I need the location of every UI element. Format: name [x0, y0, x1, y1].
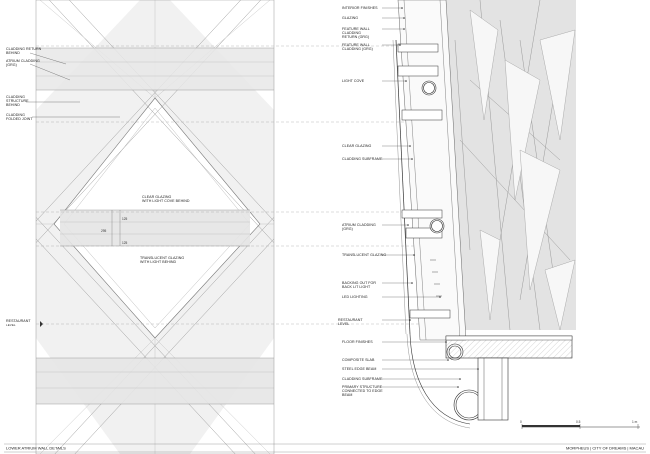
section-label: CLADDING SUBFRAME	[342, 377, 461, 381]
wall-section-detail	[392, 0, 576, 429]
svg-text:FLOOR FINISHES: FLOOR FINISHES	[342, 340, 373, 344]
section-label: COMPOSITE SLAB	[342, 358, 449, 362]
section-label: CLEAR GLAZING	[342, 144, 411, 148]
mid-horizontal-band	[60, 210, 250, 246]
svg-text:TRANSLUCENT GLAZING: TRANSLUCENT GLAZING	[342, 253, 386, 257]
section-label: CLADDING SUBFRAME	[342, 157, 413, 161]
section-label: LIGHT COVE	[342, 79, 407, 83]
svg-text:ATRIUM CLADDING(GRG): ATRIUM CLADDING(GRG)	[6, 59, 40, 67]
scale-tick: 0.5	[576, 420, 581, 424]
atrium-wall-elevation: 295 125 125	[36, 0, 274, 454]
svg-text:CLADDING SUBFRAME: CLADDING SUBFRAME	[342, 377, 383, 381]
scale-bar: 0 0.5 1 m	[520, 420, 640, 429]
svg-text:CLADDING SUBFRAME: CLADDING SUBFRAME	[342, 157, 383, 161]
project-name: MORPHEUS | CITY OF DREAMS | MACAU	[566, 446, 644, 451]
svg-text:COMPOSITE SLAB: COMPOSITE SLAB	[342, 358, 375, 362]
section-label: FLOOR FINISHES	[342, 340, 447, 344]
upper-horizontal-band	[36, 48, 274, 90]
section-label: GLAZING	[342, 16, 405, 20]
datum-lines	[36, 45, 420, 325]
drawing-title: LOWER ATRIUM WALL DETAILS	[6, 446, 66, 451]
mullions	[397, 43, 451, 319]
svg-text:CLEAR GLAZING: CLEAR GLAZING	[342, 144, 372, 148]
section-label: STEEL EDGE BEAM	[342, 367, 479, 371]
section-label: LED LIGHTING	[342, 295, 441, 299]
section-label: TRANSLUCENT GLAZING	[342, 253, 415, 257]
steel-edge-beam	[477, 357, 509, 421]
svg-text:295: 295	[101, 229, 107, 233]
svg-text:STEEL EDGE BEAM: STEEL EDGE BEAM	[342, 367, 376, 371]
svg-text:ATRIUM CLADDING(GRG): ATRIUM CLADDING(GRG)	[342, 223, 376, 231]
scale-tick: 0	[520, 420, 522, 424]
svg-text:125: 125	[122, 217, 128, 221]
left-label: ATRIUM CLADDING(GRG)	[6, 59, 71, 81]
svg-text:125: 125	[122, 241, 128, 245]
svg-text:GLAZING: GLAZING	[342, 16, 358, 20]
section-label: ATRIUM CLADDING(GRG)	[342, 223, 409, 231]
lower-horizontal-band	[36, 358, 274, 404]
section-label: INTERIOR FINISHES	[342, 6, 403, 10]
svg-text:INTERIOR FINISHES: INTERIOR FINISHES	[342, 6, 378, 10]
scale-tick: 1 m	[632, 420, 638, 424]
svg-text:LED LIGHTING: LED LIGHTING	[342, 295, 368, 299]
svg-text:LIGHT COVE: LIGHT COVE	[342, 79, 365, 83]
